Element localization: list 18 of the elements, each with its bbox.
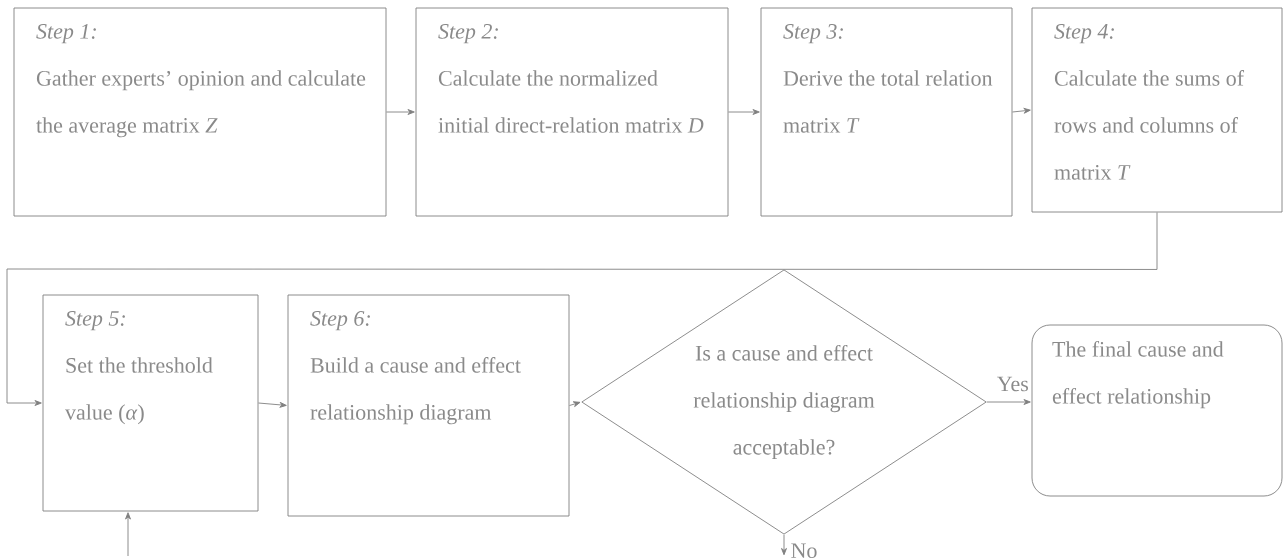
arrow xyxy=(986,399,1031,405)
process-box: Step 4: Calculate the sums of rows and columns of matrix T xyxy=(1031,7,1283,213)
process-box: Step 3: Derive the total relation matrix T xyxy=(760,7,1013,217)
arrow xyxy=(569,401,581,407)
edge-label: No xyxy=(791,543,817,558)
process-box: Step 6: Build a cause and effect relationship diagram xyxy=(287,294,570,517)
arrow xyxy=(728,109,760,115)
arrow xyxy=(781,534,787,556)
process-box: Step 5: Set the threshold value (α) xyxy=(42,294,259,512)
arrow xyxy=(6,212,1158,406)
arrow xyxy=(1012,107,1031,114)
process-box: Step 1: Gather experts’ opinion and calculate the average matrix Z xyxy=(13,7,387,217)
edge-label: Yes xyxy=(997,376,1028,392)
arrow xyxy=(258,401,287,408)
arrow xyxy=(386,109,415,115)
process-box: Step 2: Calculate the normalized initial direct-relation matrix D xyxy=(415,7,729,217)
terminal-box: The final cause and effect relationship xyxy=(1031,324,1283,497)
arrow xyxy=(125,512,131,557)
